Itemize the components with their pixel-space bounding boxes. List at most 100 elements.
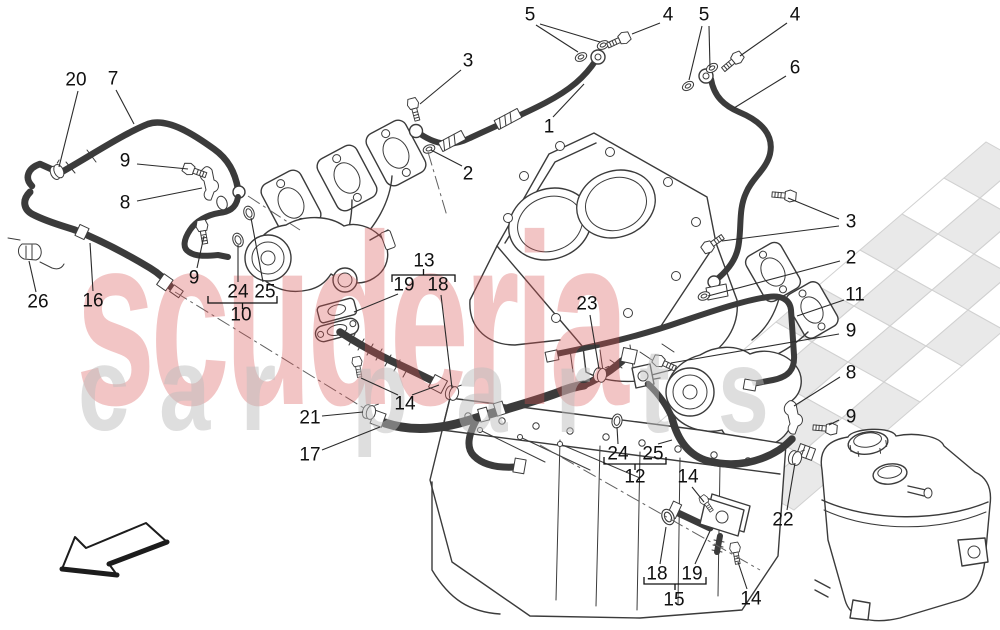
group-bracket: [391, 269, 456, 282]
leader-line-14: [737, 561, 748, 590]
expansion-tank-drawing: [814, 428, 992, 622]
engine-block-drawing: [469, 132, 738, 383]
oil-feed-pipe-1: [408, 49, 606, 153]
group-bracket: [207, 296, 278, 309]
leader-line-9: [828, 419, 840, 426]
direction-arrow: [59, 522, 170, 578]
watermark-brand-text: scuderia: [76, 186, 630, 457]
callout-9: 9: [189, 268, 200, 289]
leader-line-14: [411, 384, 440, 396]
oil-feed-pipe-7: [24, 119, 242, 193]
callout-15: 15: [663, 590, 684, 611]
leader-line-25: [250, 217, 264, 283]
callout-11: 11: [845, 285, 865, 306]
leader-line-26: [28, 260, 37, 293]
leader-line-21: [321, 411, 364, 417]
leader-line-5: [535, 24, 579, 53]
leader-line-19: [694, 530, 711, 565]
callout-19: 19: [681, 564, 702, 585]
washer-2-left: [421, 142, 437, 156]
callout-24: 24: [227, 282, 249, 303]
leader-line-16: [89, 242, 94, 292]
leader-line-20: [58, 90, 79, 168]
watermark-sub-parts: parts: [352, 323, 817, 458]
callout-9: 9: [846, 407, 857, 428]
leader-line-3: [721, 225, 840, 242]
callout-18: 18: [427, 275, 448, 296]
callout-20: 20: [65, 70, 86, 91]
flag-check: [943, 141, 1000, 199]
leader-line-3: [419, 69, 462, 105]
leader-line-7: [115, 89, 135, 125]
callout-14: 14: [394, 394, 416, 415]
callout-9: 9: [846, 321, 857, 342]
oil-feed-hose-16: [21, 188, 184, 299]
leader-line-9: [136, 163, 189, 170]
callout-13: 13: [413, 251, 434, 272]
leader-line-9: [670, 333, 840, 364]
leader-line-2: [707, 260, 841, 297]
callout-14: 14: [677, 467, 699, 488]
leader-line-14: [360, 377, 399, 396]
callout-7: 7: [108, 69, 119, 90]
callout-17: 17: [299, 445, 320, 466]
oil-feed-pipe-11: [544, 293, 798, 392]
callout-10: 10: [230, 305, 251, 326]
callout-19: 19: [393, 275, 414, 296]
turbo-left-drawing: [244, 119, 427, 343]
leader-line-18: [659, 526, 667, 565]
callout-23: 23: [576, 294, 597, 315]
drain-elbow-12: [620, 346, 796, 468]
leader-line-22: [786, 462, 796, 511]
oil-drain-hose-17: [369, 357, 626, 475]
construction-lines: [174, 151, 761, 571]
callout-16: 16: [82, 291, 103, 312]
leader-line-4: [739, 22, 788, 57]
leader-line-1: [552, 83, 585, 118]
flag-check: [847, 325, 927, 383]
leader-line-11: [796, 299, 845, 317]
callout-4: 4: [790, 5, 801, 26]
callout-5: 5: [525, 5, 536, 26]
union-4-right: [718, 49, 746, 75]
leader-line-3: [787, 197, 840, 220]
banjo-bolt-3-left: [405, 96, 424, 123]
leader-line-14: [691, 486, 705, 503]
callout-2: 2: [463, 164, 474, 185]
callout-9: 9: [120, 151, 131, 172]
callout-3: 3: [846, 212, 857, 233]
bracket-8-right: [783, 400, 803, 435]
leader-line-9: [196, 235, 205, 269]
retaining-clip-26: [7, 237, 65, 270]
callout-4: 4: [663, 5, 674, 26]
leader-line-18: [440, 294, 453, 389]
leader-line-6: [733, 75, 787, 109]
washer-5-right-a: [680, 79, 696, 93]
watermark-sub-car: car: [78, 321, 306, 456]
leader-line-5: [708, 25, 711, 69]
flag-check: [931, 253, 1000, 311]
callout-5: 5: [699, 5, 710, 26]
oil-drain-pipe-13: [336, 328, 448, 394]
flag-check: [859, 213, 939, 271]
callout-1: 1: [544, 117, 555, 138]
leader-line-24: [616, 426, 619, 445]
union-4-left: [604, 29, 633, 52]
callout-18: 18: [646, 564, 667, 585]
callout-22: 22: [772, 510, 793, 531]
callout-12: 12: [624, 467, 645, 488]
leader-line-2: [430, 149, 463, 167]
callout-14: 14: [740, 589, 762, 610]
callout-25: 25: [642, 444, 663, 465]
leader-line-19: [353, 293, 399, 313]
callout-8: 8: [846, 363, 857, 384]
leader-line-5: [688, 25, 703, 81]
leader-line-8: [793, 376, 841, 407]
leader-line-25: [657, 439, 673, 445]
callout-2: 2: [846, 248, 857, 269]
watermark: scuderia car parts: [76, 186, 817, 458]
clamp-20: [46, 159, 67, 182]
